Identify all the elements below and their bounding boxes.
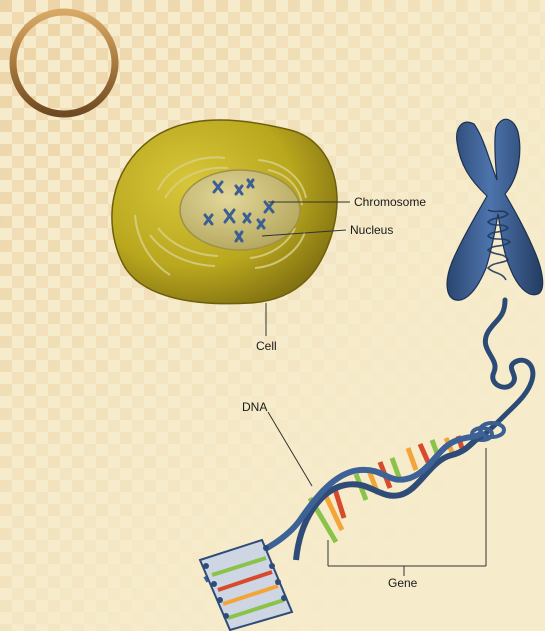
label-nucleus: Nucleus: [350, 223, 393, 237]
label-dna: DNA: [242, 400, 267, 414]
cell-illustration: [112, 120, 337, 304]
label-chromosome: Chromosome: [354, 195, 426, 209]
label-gene: Gene: [388, 576, 417, 590]
label-cell: Cell: [256, 339, 277, 353]
